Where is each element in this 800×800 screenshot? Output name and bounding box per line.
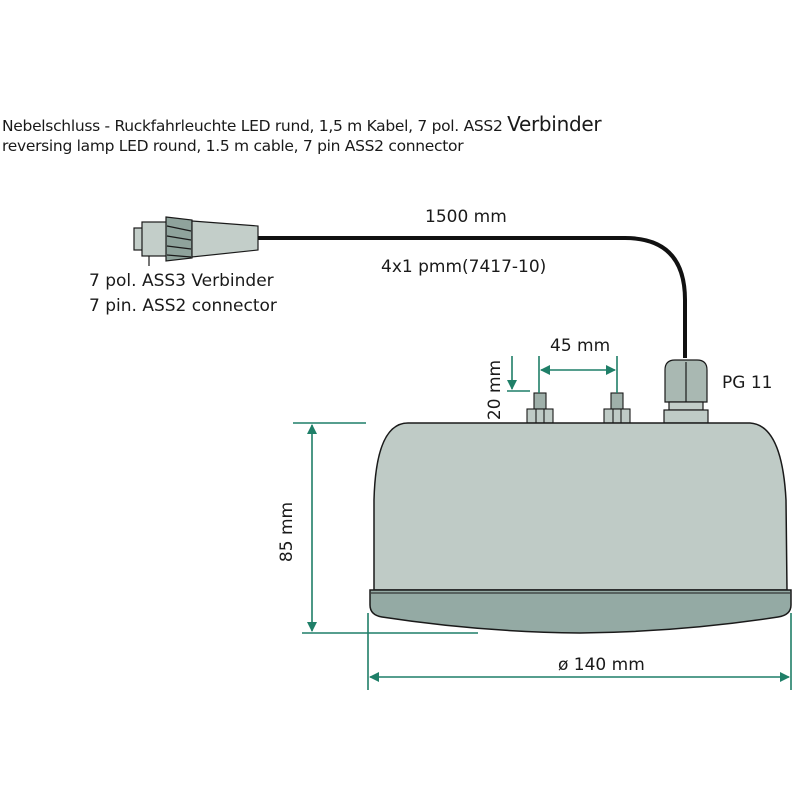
- height-dimension-label: 85 mm: [277, 501, 298, 563]
- connector-label-german: 7 pol. ASS3 Verbinder: [89, 271, 274, 291]
- gland-label: PG 11: [722, 373, 773, 393]
- connector-label-english: 7 pin. ASS2 connector: [89, 296, 277, 316]
- stud-height-label: 20 mm: [485, 359, 506, 421]
- cable-spec-label: 4x1 pmm(7417-10): [381, 257, 547, 277]
- title-german: Nebelschluss - Ruckfahrleuchte LED rund,…: [2, 112, 602, 136]
- mounting-studs: [526, 392, 631, 424]
- cable-gland: [663, 359, 709, 424]
- cable-length-label: 1500 mm: [425, 207, 507, 227]
- lamp-lens: [369, 589, 792, 634]
- diameter-dimension-label: ø 140 mm: [558, 655, 645, 675]
- title-english: reversing lamp LED round, 1.5 m cable, 7…: [2, 137, 464, 155]
- lamp-housing: [373, 422, 788, 591]
- stud-spacing-label: 45 mm: [550, 336, 611, 356]
- dimension-lines: [293, 356, 792, 690]
- cable: [258, 236, 687, 358]
- connector-plug: [133, 216, 259, 266]
